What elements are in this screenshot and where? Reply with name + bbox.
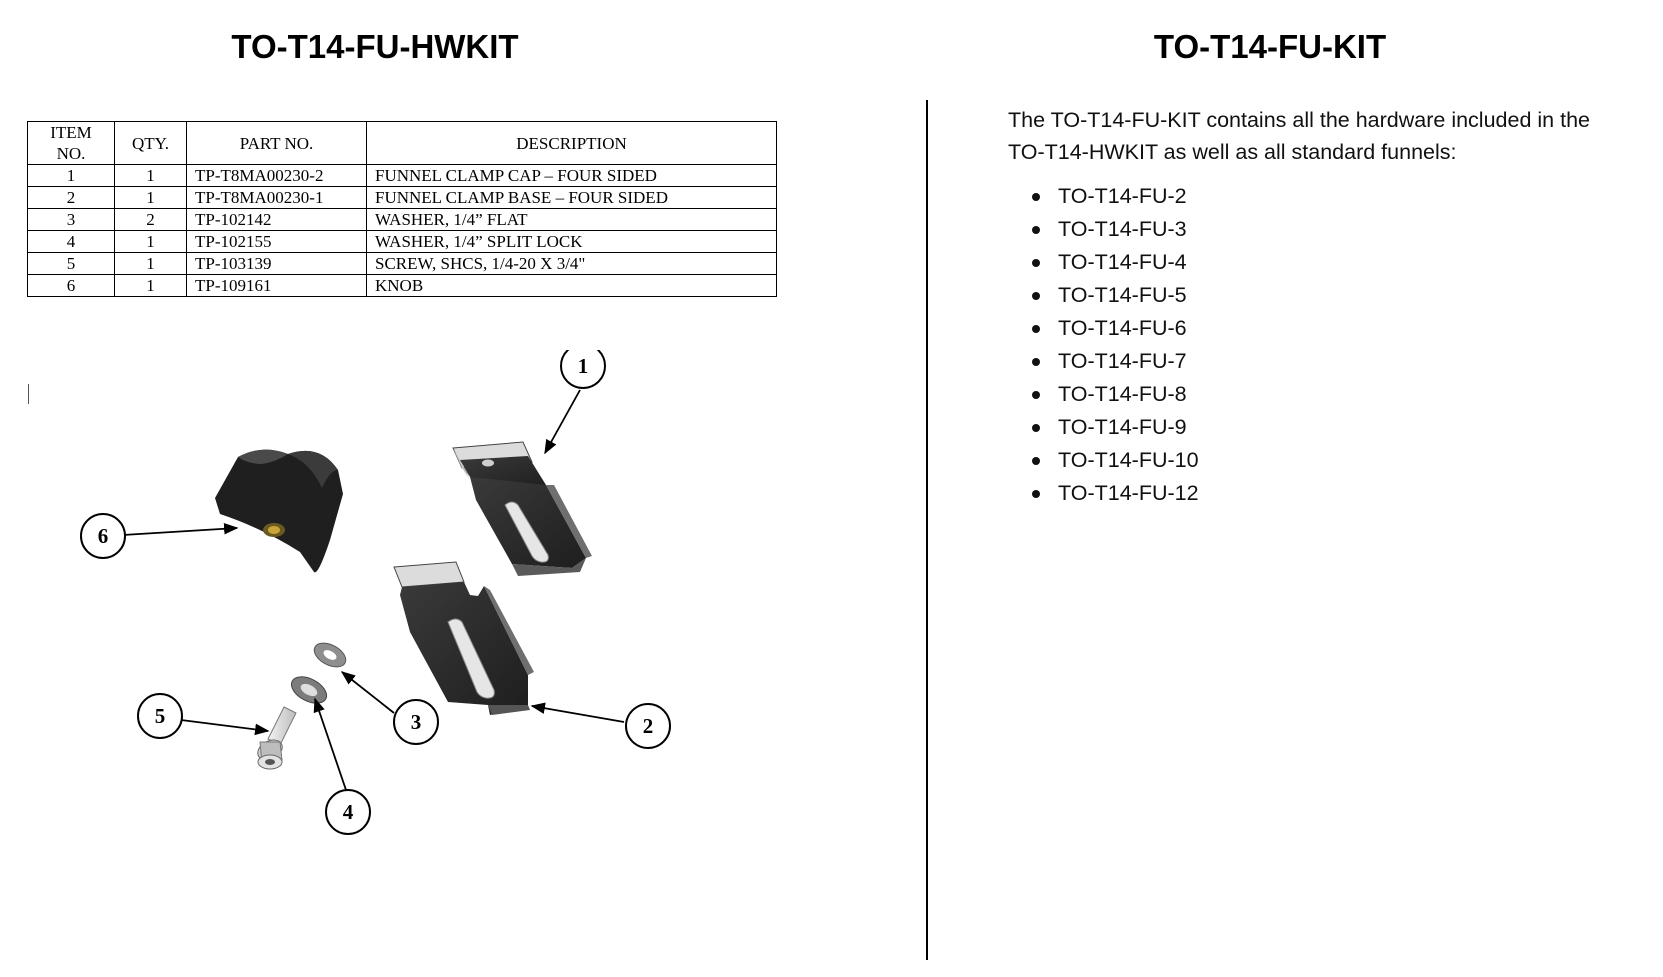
callout-5: 5	[137, 693, 183, 739]
header-item-line1: ITEM	[50, 123, 92, 142]
header-item-line2: NO.	[56, 144, 86, 163]
callout-4-label: 4	[343, 800, 354, 824]
cell-item: 1	[27, 164, 115, 187]
cell-description: FUNNEL CLAMP CAP – FOUR SIDED	[366, 164, 777, 187]
flat-washer-part	[313, 642, 347, 668]
funnel-label: TO-T14-FU-9	[1058, 415, 1187, 439]
cell-description: WASHER, 1/4” FLAT	[366, 208, 777, 231]
cell-part: TP-109161	[186, 274, 367, 297]
bullet-icon	[1032, 457, 1040, 465]
funnel-label: TO-T14-FU-5	[1058, 283, 1187, 307]
funnel-label: TO-T14-FU-2	[1058, 184, 1187, 208]
bullet-icon	[1032, 490, 1040, 498]
table-row: 4 1 TP-102155 WASHER, 1/4” SPLIT LOCK	[27, 230, 777, 253]
list-item: TO-T14-FU-5	[1008, 279, 1199, 312]
bill-of-materials-table: ITEM NO. QTY. PART NO. DESCRIPTION 1 1 T…	[27, 121, 777, 297]
cell-qty: 1	[114, 274, 187, 297]
funnel-list: TO-T14-FU-2 TO-T14-FU-3 TO-T14-FU-4 TO-T…	[1008, 180, 1199, 510]
callout-6: 6	[80, 513, 126, 559]
knob-part	[215, 449, 343, 573]
list-item: TO-T14-FU-12	[1008, 477, 1199, 510]
kit-description: The TO-T14-FU-KIT contains all the hardw…	[1008, 108, 1590, 164]
callout-2: 2	[625, 703, 671, 749]
callout-1-label: 1	[578, 354, 589, 378]
list-item: TO-T14-FU-7	[1008, 345, 1199, 378]
cell-qty: 1	[114, 186, 187, 209]
callout-4: 4	[325, 789, 371, 835]
list-item: TO-T14-FU-2	[1008, 180, 1199, 213]
screw-part	[257, 706, 297, 770]
bullet-icon	[1032, 358, 1040, 366]
lock-washer-part	[290, 676, 328, 704]
cell-part: TP-T8MA00230-2	[186, 164, 367, 187]
clamp-base-part	[393, 561, 534, 715]
bullet-icon	[1032, 391, 1040, 399]
callout-2-label: 2	[643, 714, 654, 738]
bullet-icon	[1032, 292, 1040, 300]
cell-item: 3	[27, 208, 115, 231]
table-row: 3 2 TP-102142 WASHER, 1/4” FLAT	[27, 208, 777, 231]
cell-qty: 2	[114, 208, 187, 231]
list-item: TO-T14-FU-8	[1008, 378, 1199, 411]
list-item: TO-T14-FU-4	[1008, 246, 1199, 279]
cell-item: 5	[27, 252, 115, 275]
funnel-label: TO-T14-FU-3	[1058, 217, 1187, 241]
hwkit-title: TO-T14-FU-HWKIT	[231, 28, 519, 65]
cell-qty: 1	[114, 252, 187, 275]
callout-3-label: 3	[411, 710, 422, 734]
cell-item: 4	[27, 230, 115, 253]
bullet-icon	[1032, 226, 1040, 234]
cell-part: TP-102142	[186, 208, 367, 231]
clamp-cap-part	[452, 441, 592, 576]
callout-5-label: 5	[155, 704, 166, 728]
list-item: TO-T14-FU-3	[1008, 213, 1199, 246]
header-description: DESCRIPTION	[366, 121, 777, 165]
cell-description: KNOB	[366, 274, 777, 297]
cell-item: 2	[27, 186, 115, 209]
cell-qty: 1	[114, 230, 187, 253]
bullet-icon	[1032, 424, 1040, 432]
cell-qty: 1	[114, 164, 187, 187]
cell-part: TP-T8MA00230-1	[186, 186, 367, 209]
cell-description: FUNNEL CLAMP BASE – FOUR SIDED	[366, 186, 777, 209]
cell-description: WASHER, 1/4” SPLIT LOCK	[366, 230, 777, 253]
cell-description: SCREW, SHCS, 1/4-20 X 3/4"	[366, 252, 777, 275]
funnel-label: TO-T14-FU-4	[1058, 250, 1187, 274]
header-item-no: ITEM NO.	[27, 121, 115, 165]
callout-leaders	[122, 389, 625, 791]
cell-part: TP-103139	[186, 252, 367, 275]
callout-6-label: 6	[98, 524, 109, 548]
header-part-no: PART NO.	[186, 121, 367, 165]
funnel-label: TO-T14-FU-7	[1058, 349, 1187, 373]
funnel-label: TO-T14-FU-6	[1058, 316, 1187, 340]
bullet-icon	[1032, 193, 1040, 201]
exploded-assembly-drawing: 1 2 3 4 5 6	[80, 350, 671, 835]
table-row: 2 1 TP-T8MA00230-1 FUNNEL CLAMP BASE – F…	[27, 186, 777, 209]
kit-title: TO-T14-FU-KIT	[1153, 28, 1387, 65]
callout-1: 1	[560, 350, 606, 389]
table-row: 1 1 TP-T8MA00230-2 FUNNEL CLAMP CAP – FO…	[27, 164, 777, 187]
funnel-label: TO-T14-FU-12	[1058, 481, 1199, 505]
table-row: 5 1 TP-103139 SCREW, SHCS, 1/4-20 X 3/4"	[27, 252, 777, 275]
column-divider	[926, 100, 928, 960]
cell-item: 6	[27, 274, 115, 297]
cell-part: TP-102155	[186, 230, 367, 253]
bullet-icon	[1032, 259, 1040, 267]
funnel-label: TO-T14-FU-10	[1058, 448, 1199, 472]
list-item: TO-T14-FU-10	[1008, 444, 1199, 477]
funnel-label: TO-T14-FU-8	[1058, 382, 1187, 406]
table-header-row: ITEM NO. QTY. PART NO. DESCRIPTION	[27, 121, 777, 165]
list-item: TO-T14-FU-6	[1008, 312, 1199, 345]
text-cursor-mark	[28, 384, 29, 404]
list-item: TO-T14-FU-9	[1008, 411, 1199, 444]
header-qty: QTY.	[114, 121, 187, 165]
callout-3: 3	[393, 699, 439, 745]
table-row: 6 1 TP-109161 KNOB	[27, 274, 777, 297]
bullet-icon	[1032, 325, 1040, 333]
